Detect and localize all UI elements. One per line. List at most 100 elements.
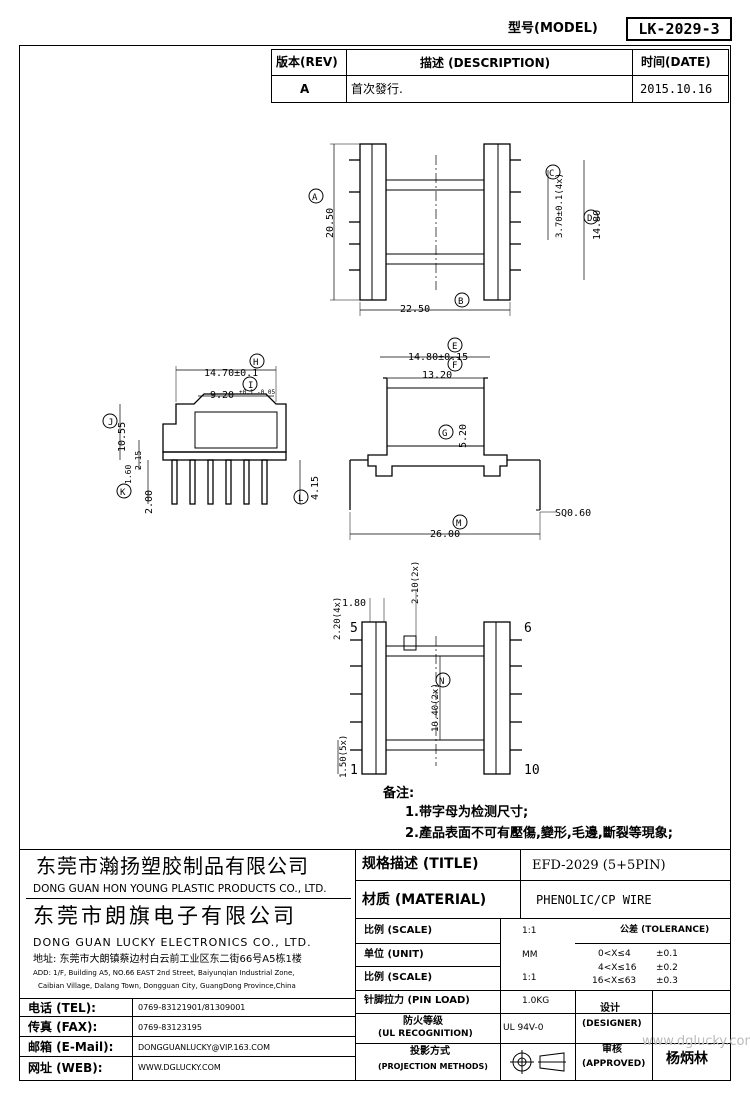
date-header: 时间(DATE) [641, 55, 711, 69]
address-cn: 地址: 东莞市大朗镇蔡边村白云前工业区东二街66号A5栋1楼 [33, 954, 302, 965]
bottom-d3-dim: 2.10(2x) [411, 561, 421, 604]
top-depth-dim: 14.80 [592, 210, 603, 240]
top-width-dim: 22.50 [400, 304, 430, 315]
unit-label: 单位 (UNIT) [364, 949, 424, 960]
circle-d: D [583, 209, 599, 225]
bottom-d1-dim: 1.80 [342, 598, 366, 609]
svg-text:D: D [587, 214, 592, 224]
svg-text:N: N [439, 677, 444, 687]
side-h1-dim: 2.15 [134, 451, 143, 470]
web-label: 网址 (WEB): [28, 1061, 103, 1075]
front-pin-sq: SQ0.60 [555, 508, 591, 519]
fax-value: 0769-83123195 [138, 1023, 202, 1032]
address-en-1: ADD: 1/F, Building A5, NO.66 EAST 2nd St… [33, 969, 295, 977]
front-w1-dim: 14.80±0.15 [408, 352, 468, 363]
svg-text:M: M [456, 519, 462, 529]
approver-name: 杨炳林 [666, 1051, 708, 1067]
top-view [330, 143, 585, 316]
bottom-d2-dim: 2.20(4x) [333, 597, 343, 640]
top-height-dim: 20.50 [325, 208, 336, 238]
svg-text:G: G [442, 429, 447, 439]
bottom-d4-dim: 10.40(2x) [431, 683, 441, 732]
side-w1-dim: 14.70±0.1 [204, 368, 258, 379]
tolerance-label: 公差 (TOLERANCE) [620, 925, 710, 935]
title-value: EFD-2029 (5+5PIN) [532, 858, 666, 873]
approved-label-en: (APPROVED) [582, 1059, 646, 1069]
circle-i: I [242, 376, 258, 392]
scale-label: 比例 (SCALE) [364, 925, 433, 936]
bottom-d5-dim: 1.50(5x) [339, 735, 349, 778]
ul-label: 防火等级 [403, 1016, 443, 1027]
tel-value: 0769-83121901/81309001 [138, 1003, 246, 1012]
svg-text:I: I [248, 381, 253, 391]
ul-value: UL 94V-0 [503, 1023, 544, 1033]
email-label: 邮箱 (E-Mail): [28, 1040, 114, 1054]
scale-value: 1:1 [522, 926, 537, 936]
rev-header: 版本(REV) [276, 55, 338, 69]
scale2-value: 1:1 [522, 973, 537, 983]
web-value: WWW.DGLUCKY.COM [138, 1063, 221, 1072]
side-view [119, 366, 301, 505]
drawing-frame [19, 45, 731, 1081]
circle-n: N [435, 672, 451, 688]
tolerance-range-2: 4<X≤16 [598, 963, 637, 973]
description-header: 描述 (DESCRIPTION) [420, 56, 551, 70]
pinload-label: 针脚拉力 (PIN LOAD) [364, 995, 470, 1006]
side-w2-dim: 9.20 [210, 390, 234, 401]
side-w2-tol: +0.1 -0.05 [239, 389, 276, 396]
svg-text:C: C [549, 169, 554, 179]
material-value: PHENOLIC/CP WIRE [536, 893, 652, 907]
circle-a: A [308, 188, 324, 204]
tolerance-value-1: ±0.1 [656, 949, 678, 959]
ul-label-en: (UL RECOGNITION) [378, 1029, 473, 1039]
circle-k: K [116, 483, 132, 499]
tolerance-value-2: ±0.2 [656, 963, 678, 973]
model-label: 型号(MODEL) [508, 21, 598, 36]
tolerance-value-3: ±0.3 [656, 976, 678, 986]
company-cn-1: 东莞市瀚扬塑胶制品有限公司 [36, 854, 309, 878]
circle-l: L [293, 489, 309, 505]
front-h-dim: 5.20 [458, 424, 469, 448]
fax-label: 传真 (FAX): [28, 1020, 98, 1034]
circle-e: E [447, 337, 463, 353]
circle-c: C [545, 164, 561, 180]
pin-5-label: 5 [350, 621, 358, 636]
address-en-2: Caibian Village, Dalang Town, Dongguan C… [38, 982, 296, 990]
pin-1-label: 1 [350, 763, 358, 778]
note-2: 2.產品表面不可有壓傷,變形,毛邊,斷裂等現象; [405, 826, 673, 841]
notes-title: 备注: [383, 786, 415, 801]
svg-text:E: E [452, 342, 457, 352]
material-label: 材质 (MATERIAL) [362, 892, 487, 908]
designer-label-en: (DESIGNER) [582, 1019, 642, 1029]
circle-b: B [454, 292, 470, 308]
projection-label-en: (PROJECTION METHODS) [378, 1062, 488, 1071]
technical-drawing: 20.50 22.50 3.70±0.1(4x) 14.80 A B C D 1… [102, 143, 603, 778]
bottom-view [337, 590, 522, 775]
company-en-1: DONG GUAN HON YOUNG PLASTIC PRODUCTS CO.… [33, 883, 327, 895]
tolerance-range-1: 0<X≤4 [598, 949, 631, 959]
top-pitch-dim: 3.70±0.1(4x) [555, 173, 565, 238]
svg-text:J: J [108, 418, 113, 428]
scale2-label: 比例 (SCALE) [364, 972, 433, 983]
designer-label: 设计 [600, 1003, 620, 1014]
model-value: LK-2029-3 [626, 17, 732, 41]
svg-text:K: K [120, 488, 126, 498]
front-view [349, 356, 556, 540]
company-en-2: DONG GUAN LUCKY ELECTRONICS CO., LTD. [33, 936, 312, 949]
svg-text:F: F [452, 361, 457, 371]
circle-m: M [452, 514, 468, 530]
side-h3-dim: 2.00 [144, 490, 155, 514]
email-value: DONGGUANLUCKY@VIP.163.COM [138, 1043, 271, 1052]
svg-text:B: B [458, 297, 463, 307]
svg-text:H: H [253, 358, 258, 368]
title-label: 规格描述 (TITLE) [362, 856, 479, 872]
unit-value: MM [522, 950, 538, 960]
circle-h: H [249, 353, 265, 369]
side-pin-len-dim: 4.15 [310, 476, 321, 500]
tolerance-range-3: 16<X≤63 [592, 976, 637, 986]
side-height-dim: 10.55 [117, 422, 128, 452]
side-h2-dim: 1.60 [124, 465, 133, 484]
watermark: www.dglucky.com [642, 1034, 750, 1049]
note-1: 1.带字母为检测尺寸; [405, 805, 529, 820]
date-value: 2015.10.16 [640, 82, 713, 96]
